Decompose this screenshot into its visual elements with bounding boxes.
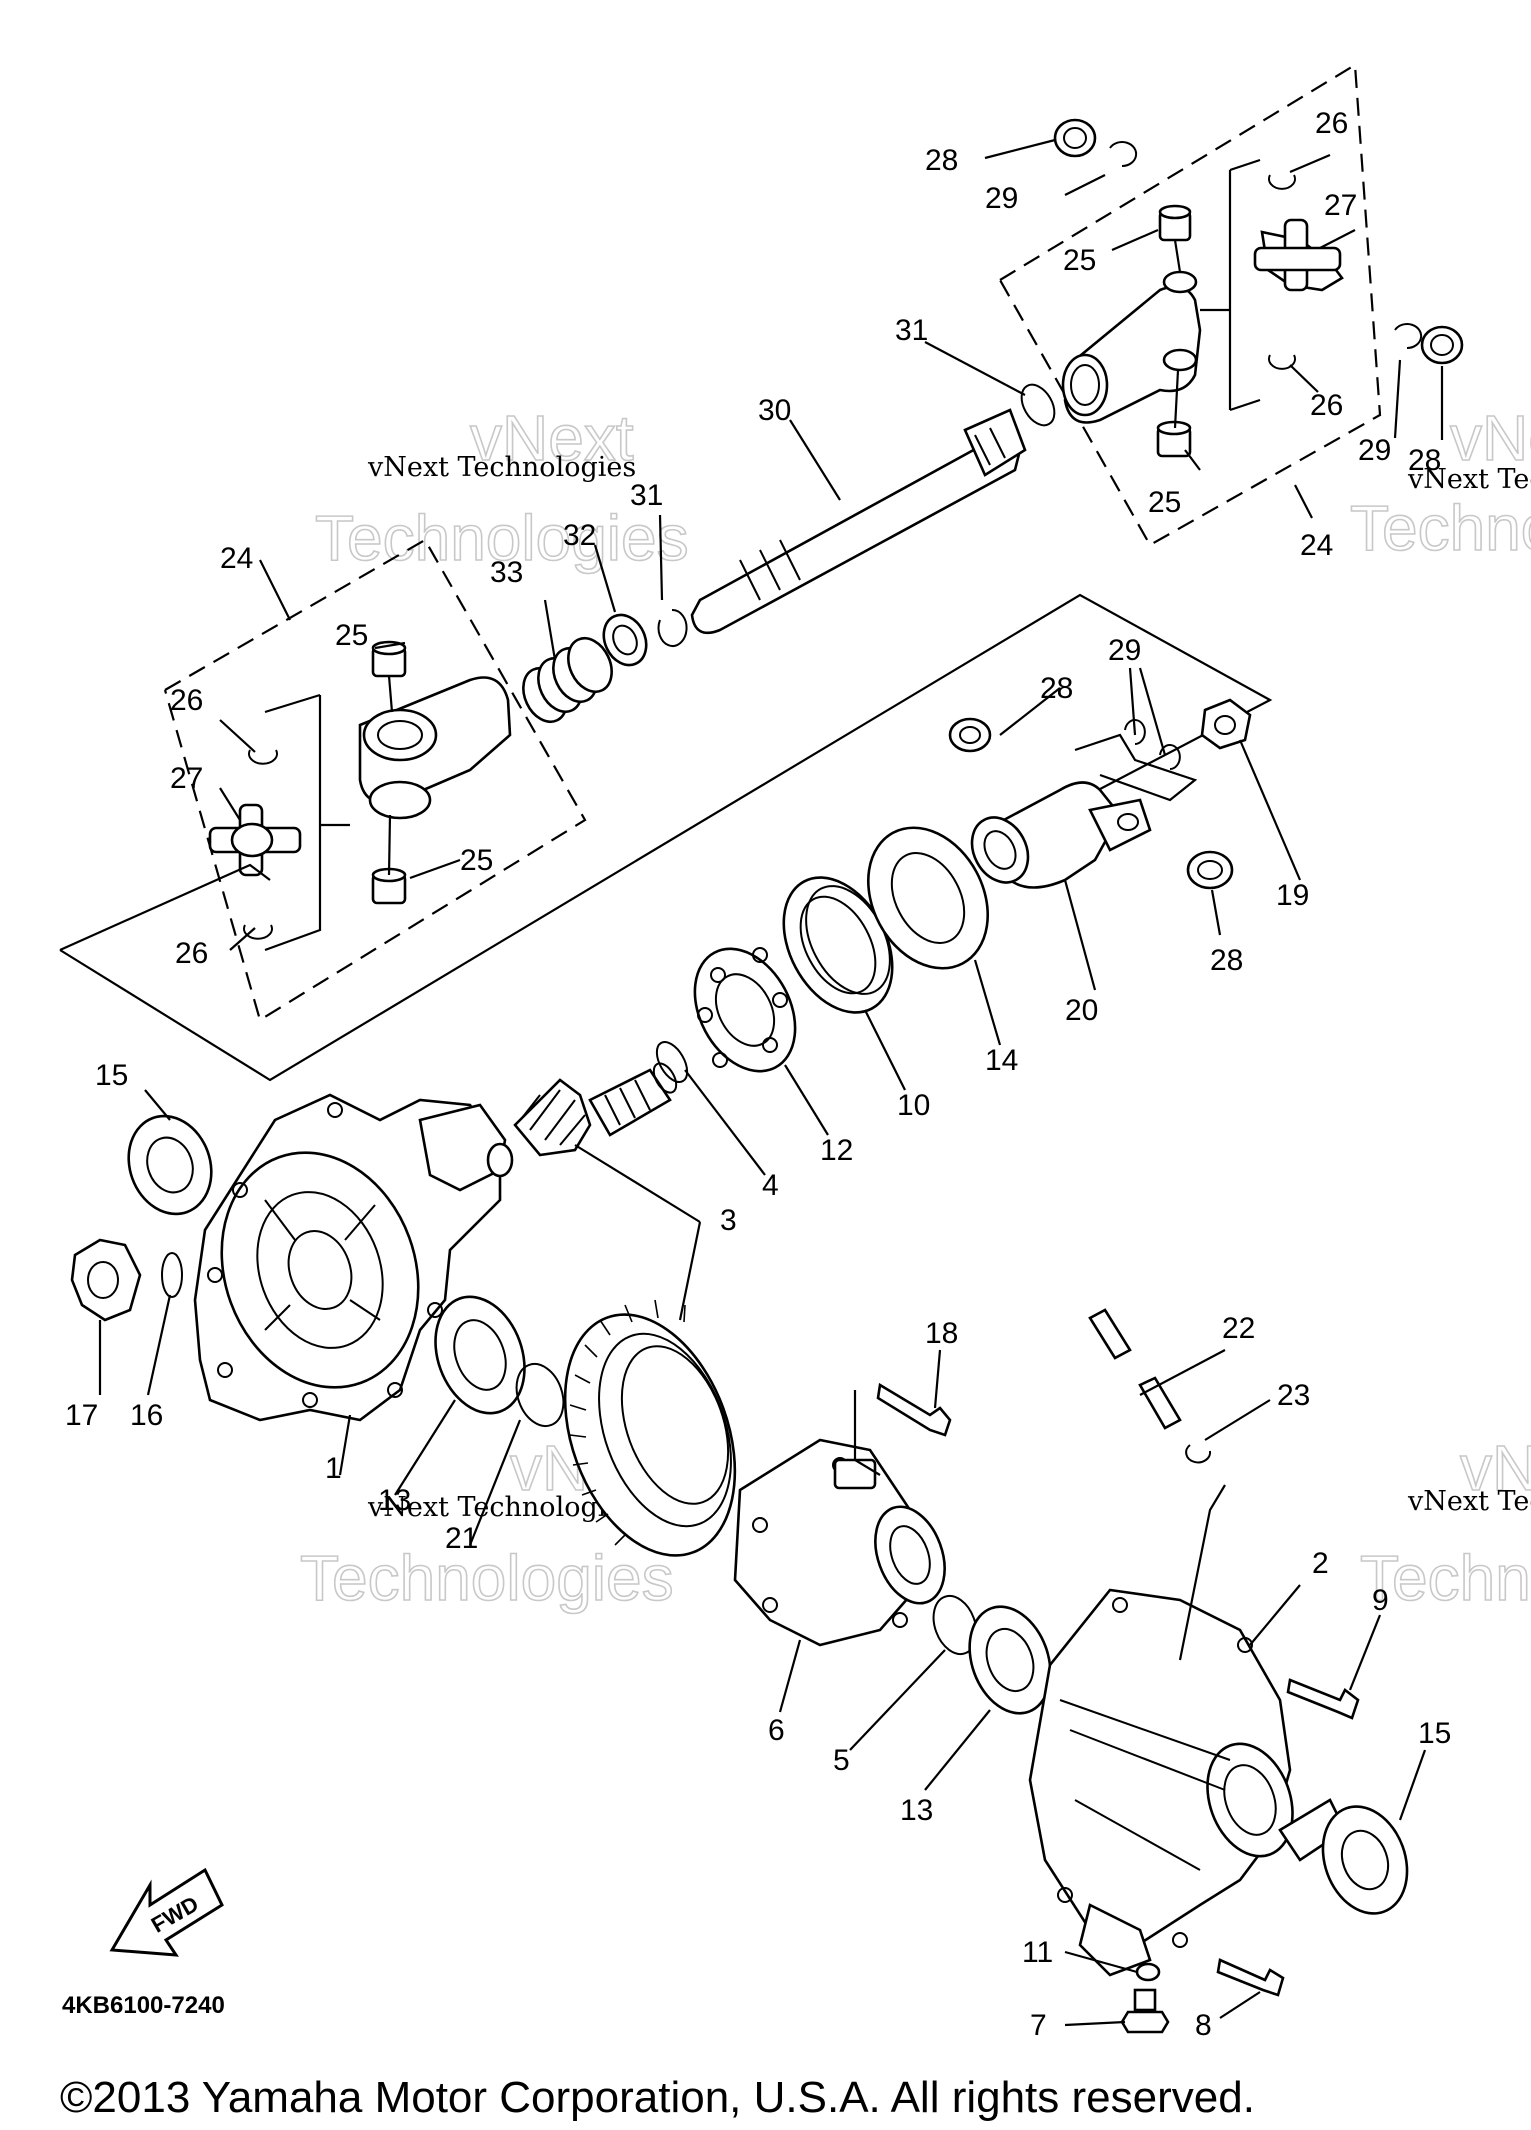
part-label-6: 6 [768, 1714, 785, 1747]
part-label-9: 9 [1372, 1584, 1389, 1617]
part-label-15: 15 [1418, 1717, 1451, 1750]
pinion-and-bearing-group [513, 698, 1252, 1157]
part-label-31: 31 [630, 479, 663, 512]
part-label-28: 28 [925, 144, 958, 177]
part-label-13: 13 [378, 1484, 411, 1517]
part-label-25: 25 [335, 619, 368, 652]
rear-gear-case-group [1028, 1308, 1409, 2034]
part-label-22: 22 [1222, 1312, 1255, 1345]
part-label-3: 3 [720, 1204, 737, 1237]
part-label-28: 28 [1408, 444, 1441, 477]
svg-text:Technologies: Technologies [315, 502, 689, 574]
part-label-18: 18 [925, 1317, 958, 1350]
svg-text:Technologies: Technologies [300, 1542, 674, 1614]
upper-universal-joint-group [999, 63, 1464, 547]
part-number-labels: 28 29 26 27 25 26 25 29 28 24 31 30 31 3… [65, 107, 1451, 2042]
watermark-text: vNext Technologies [1407, 1486, 1531, 1517]
svg-text:Technologies: Technologies [1360, 1542, 1531, 1614]
leader-lines [98, 138, 1444, 2027]
part-label-14: 14 [985, 1044, 1018, 1077]
part-label-23: 23 [1277, 1379, 1310, 1412]
drive-shaft-group [522, 383, 1056, 724]
fwd-arrow-icon: FWD [109, 1867, 224, 1957]
front-gear-case-group [70, 1093, 565, 1427]
part-label-25: 25 [1063, 244, 1096, 277]
part-label-26: 26 [175, 937, 208, 970]
part-label-31: 31 [895, 314, 928, 347]
part-label-29: 29 [1108, 634, 1141, 667]
part-label-29: 29 [985, 182, 1018, 215]
part-label-21: 21 [445, 1522, 478, 1555]
part-label-11: 11 [1022, 1936, 1053, 1969]
watermark-text: vNext Technologies [1407, 464, 1531, 495]
part-label-19: 19 [1276, 879, 1309, 912]
left-universal-joint-group [59, 538, 1273, 1082]
part-label-10: 10 [897, 1089, 930, 1122]
part-label-1: 1 [325, 1452, 342, 1485]
part-label-27: 27 [1324, 189, 1357, 222]
drawing-code: 4KB6100-7240 [62, 1992, 225, 2019]
svg-text:vNext: vNext [470, 402, 634, 474]
part-label-26: 26 [1310, 389, 1343, 422]
watermark-text: vNext Technologies [367, 1492, 636, 1523]
part-label-16: 16 [130, 1399, 163, 1432]
part-label-7: 7 [1030, 2009, 1047, 2042]
copyright-notice: ©2013 Yamaha Motor Corporation, U.S.A. A… [60, 2073, 1255, 2122]
svg-text:vNext: vNext [1450, 402, 1531, 474]
part-label-28: 28 [1040, 672, 1073, 705]
background-watermarks: Technologies Technologies Technologies T… [299, 401, 1531, 1615]
part-label-26: 26 [1315, 107, 1348, 140]
part-label-13: 13 [900, 1794, 933, 1827]
part-label-24: 24 [1300, 529, 1333, 562]
part-label-32: 32 [563, 519, 596, 552]
part-label-29: 29 [1358, 434, 1391, 467]
part-label-15: 15 [95, 1059, 128, 1092]
part-label-27: 27 [170, 762, 203, 795]
ring-gear-differential-group [563, 1299, 1052, 1715]
part-label-28: 28 [1210, 944, 1243, 977]
part-label-33: 33 [490, 556, 523, 589]
part-label-4: 4 [762, 1169, 779, 1202]
part-label-25: 25 [460, 844, 493, 877]
part-label-8: 8 [1195, 2009, 1212, 2042]
part-label-24: 24 [220, 542, 253, 575]
watermark-text: vNext Technologies [367, 452, 636, 483]
part-label-2: 2 [1312, 1547, 1329, 1580]
part-label-25: 25 [1148, 486, 1181, 519]
part-label-20: 20 [1065, 994, 1098, 1027]
part-label-12: 12 [820, 1134, 853, 1167]
svg-text:Technologies: Technologies [1350, 492, 1531, 564]
part-label-26: 26 [170, 684, 203, 717]
svg-text:vNext: vNext [1460, 1432, 1531, 1504]
part-label-17: 17 [65, 1399, 98, 1432]
part-label-30: 30 [758, 394, 791, 427]
part-label-5: 5 [833, 1744, 850, 1777]
